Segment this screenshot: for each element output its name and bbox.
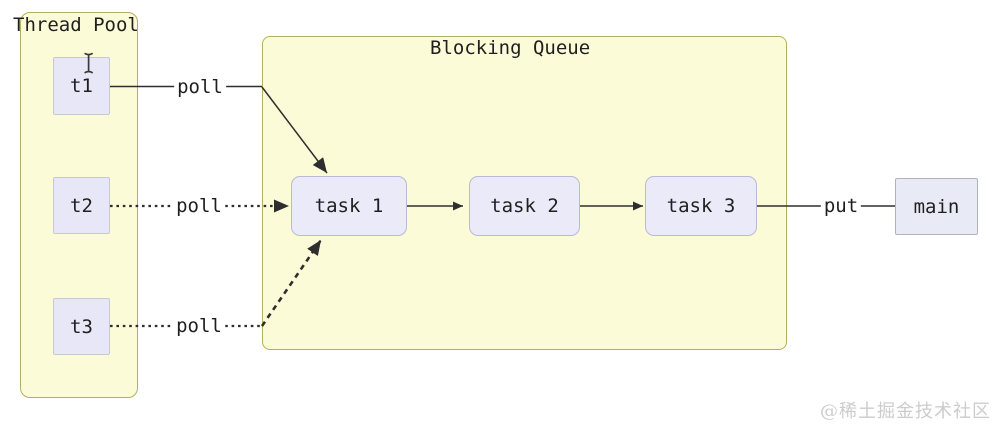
edge-label-poll-t1: poll xyxy=(174,77,226,97)
blocking-queue-title: Blocking Queue xyxy=(430,37,591,59)
task-node-1[interactable]: task 1 xyxy=(291,176,407,236)
thread-t3-label: t3 xyxy=(70,315,93,338)
task-3-label: task 3 xyxy=(666,195,736,217)
edge-t3-poll-dashed-diagonal-arrow xyxy=(260,239,323,327)
thread-node-t3[interactable]: t3 xyxy=(53,298,110,355)
main-node[interactable]: main xyxy=(895,178,978,235)
thread-t2-label: t2 xyxy=(70,194,93,217)
text-cursor-ibeam-icon xyxy=(84,52,93,74)
task-2-label: task 2 xyxy=(490,195,559,217)
task-1-label: task 1 xyxy=(314,195,384,217)
edge-label-put: put xyxy=(820,196,862,216)
thread-t1-label: t1 xyxy=(70,75,93,97)
main-label: main xyxy=(913,195,960,218)
task-node-2[interactable]: task 2 xyxy=(469,176,580,236)
task-node-3[interactable]: task 3 xyxy=(645,176,757,236)
thread-pool-title: Thread Pool xyxy=(13,14,139,36)
edge-label-poll-t3: poll xyxy=(173,316,225,336)
edge-t1-poll-diagonal-arrow xyxy=(261,86,328,174)
thread-node-t2[interactable]: t2 xyxy=(53,177,110,234)
edge-label-poll-t2: poll xyxy=(173,196,225,216)
watermark: @稀土掘金技术社区 xyxy=(820,401,991,422)
thread-node-t1[interactable]: t1 xyxy=(53,57,110,115)
